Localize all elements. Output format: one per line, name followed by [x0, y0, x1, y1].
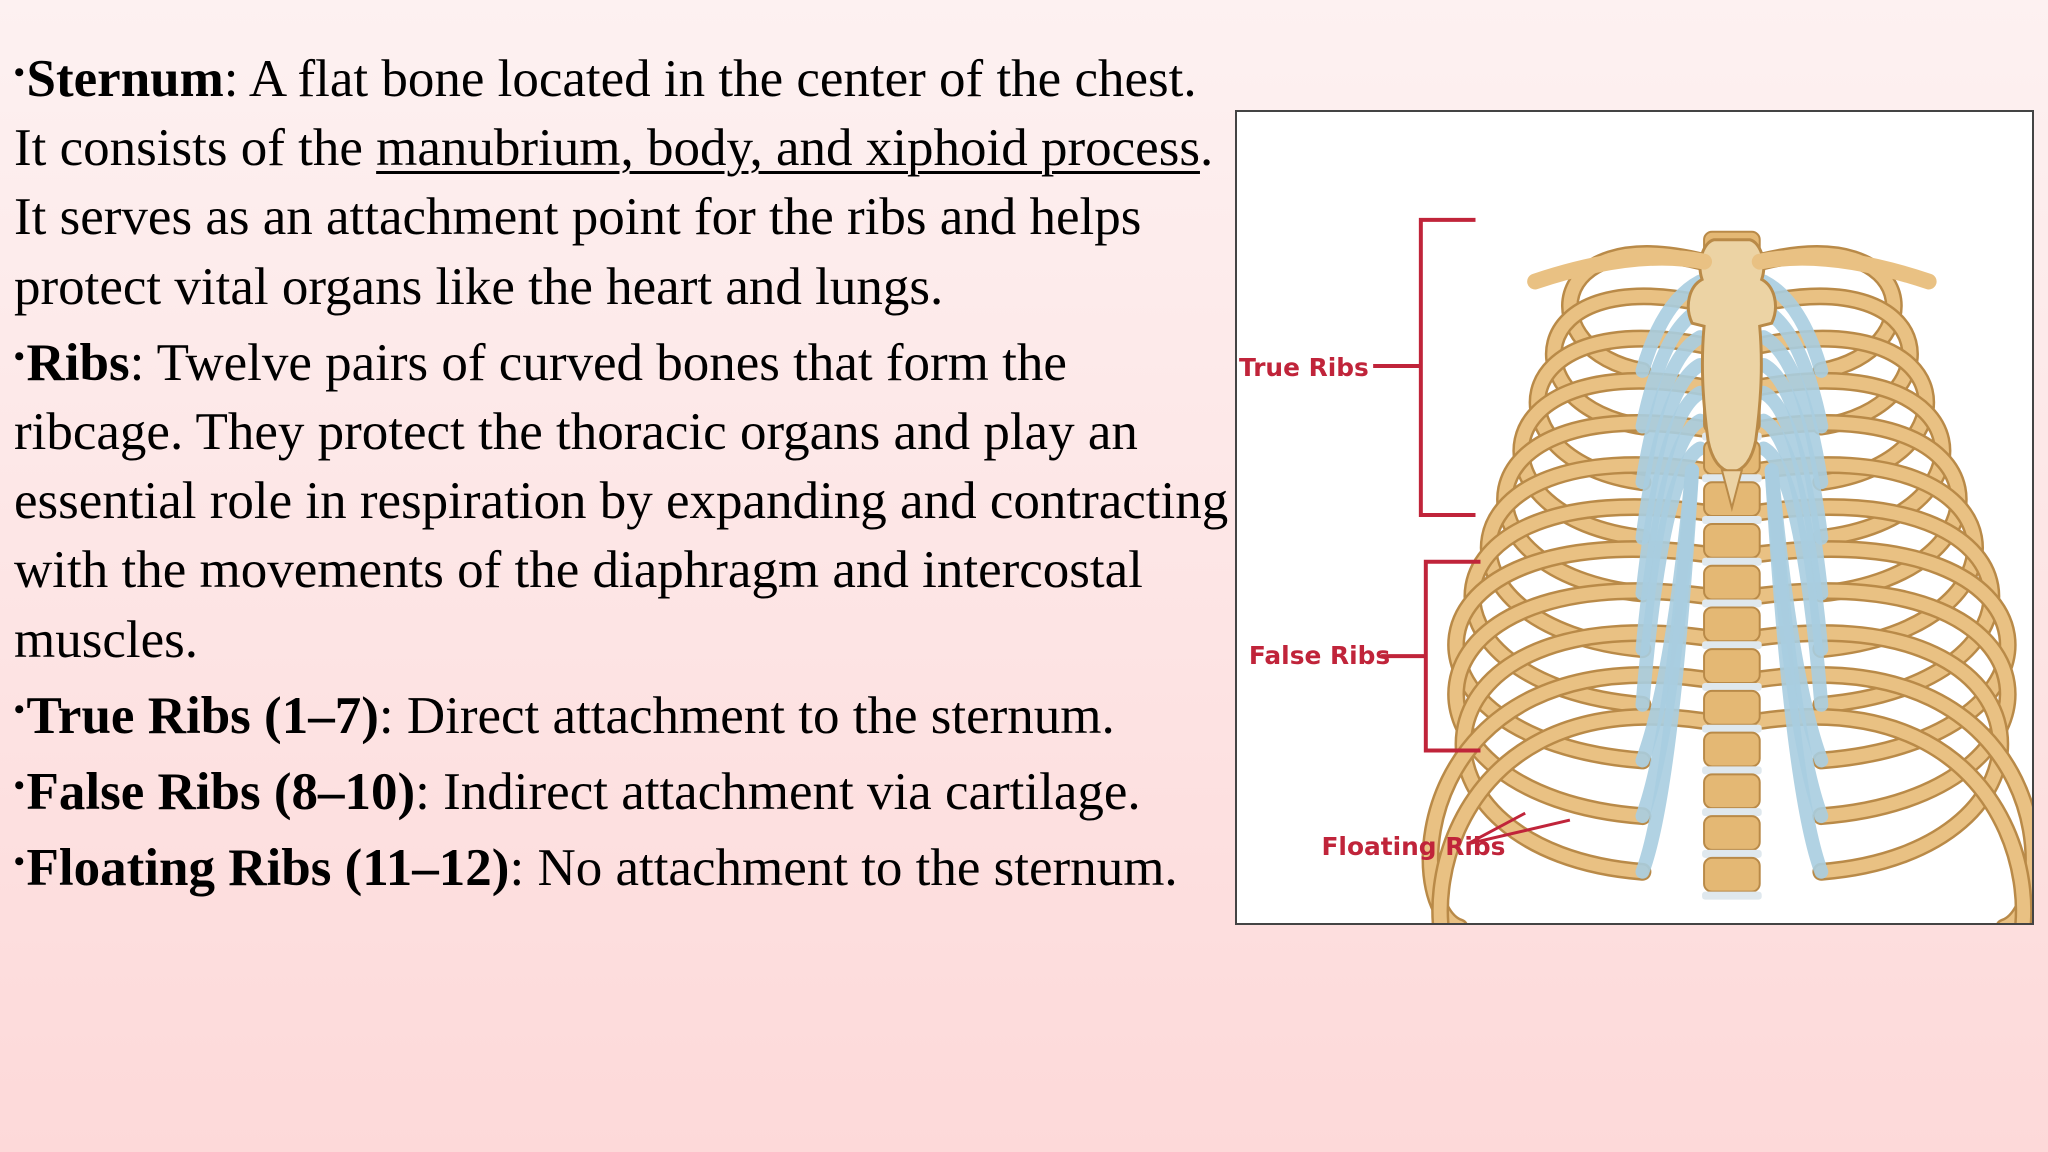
intervertebral-disc [1702, 516, 1762, 524]
rib-cage-drawing [1421, 230, 2032, 923]
rib [1755, 290, 1917, 434]
floating-ribs-text: No attachment to the sternum. [537, 839, 1178, 898]
rib [1547, 290, 1709, 434]
false-ribs-label: False Ribs [1249, 641, 1390, 670]
intervertebral-disc [1702, 641, 1762, 650]
sternum-term: Sternum [26, 50, 224, 108]
rib [1755, 374, 1949, 545]
xiphoid-process [1720, 469, 1744, 512]
intervertebral-disc [1702, 766, 1762, 775]
clavicle-left [1527, 249, 1713, 290]
rib [1514, 374, 1709, 545]
intervertebral-disc [1702, 724, 1762, 733]
rib [1449, 584, 1709, 823]
costal-cartilage-strip [1635, 274, 1708, 378]
term-separator: : [129, 333, 157, 392]
ribs-text: Twelve pairs of curved bones that form t… [14, 333, 1229, 669]
floating-ribs-paragraph: •Floating Ribs (11–12): No attachment to… [14, 827, 1234, 903]
vertebra [1703, 773, 1761, 810]
floating-ribs-pointer [1466, 811, 1571, 846]
bullet: • [14, 769, 25, 803]
false-ribs-term: False Ribs (8–10) [26, 763, 416, 822]
sternum-paragraph: •Sternum: A flat bone located in the cen… [14, 38, 1234, 322]
intervertebral-disc [1702, 891, 1762, 900]
bullet: • [14, 56, 25, 89]
rib [1755, 416, 1966, 600]
costal-cartilage [1635, 274, 1829, 879]
vertebra [1703, 731, 1761, 768]
sternum-text-before: A flat bone located in the center of the… [14, 50, 1197, 178]
rib-cage-figure: True Ribs False Ribs Floating Ribs [1235, 110, 2034, 925]
intervertebral-disc [1702, 599, 1762, 608]
slide-text: •Sternum: A flat bone located in the cen… [14, 38, 1234, 903]
costal-cartilage-strip [1756, 330, 1829, 490]
vertebra [1703, 648, 1761, 684]
ribs-paragraph: •Ribs: Twelve pairs of curved bones that… [14, 322, 1234, 675]
vertebra [1703, 856, 1761, 893]
false-ribs-bracket [1381, 559, 1481, 753]
vertebra [1703, 815, 1761, 851]
intervertebral-disc [1702, 849, 1762, 858]
floating-ribs-label: Floating Ribs [1321, 832, 1505, 861]
rib [1755, 458, 1982, 656]
true-ribs-term: True Ribs (1–7) [26, 686, 379, 745]
vertebra [1703, 522, 1761, 559]
rib [1482, 458, 1709, 656]
intervertebral-disc [1702, 682, 1762, 691]
term-separator: : [223, 50, 249, 108]
clavicle-right [1751, 249, 1937, 290]
floating-ribs-term: Floating Ribs (11–12) [26, 839, 510, 898]
costal-cartilage-strip [1635, 330, 1708, 490]
vertebra [1703, 606, 1761, 643]
costal-cartilage-strip [1756, 441, 1829, 712]
costal-cartilage-strip [1756, 274, 1829, 378]
intervertebral-disc [1702, 557, 1762, 566]
rib [1498, 416, 1709, 600]
costal-cartilage-strip [1635, 441, 1708, 712]
true-ribs-label: True Ribs [1239, 353, 1369, 382]
costal-cartilage-strip [1635, 358, 1708, 545]
true-ribs-bracket [1373, 217, 1476, 518]
rib [1755, 584, 2015, 823]
false-ribs-text: Indirect attachment via cartilage. [443, 763, 1141, 822]
term-separator: : [378, 686, 407, 745]
rib-cage-illustration: True Ribs False Ribs Floating Ribs [1239, 217, 2032, 923]
bullet: • [14, 339, 25, 373]
rib [1755, 710, 2031, 923]
true-ribs-paragraph: •True Ribs (1–7): Direct attachment to t… [14, 675, 1234, 751]
sternum-text-after: . It serves as an attachment point for t… [14, 119, 1214, 316]
vertebra [1703, 689, 1761, 726]
term-separator: : [509, 839, 538, 898]
false-ribs-paragraph: •False Ribs (8–10): Indirect attachment … [14, 751, 1234, 827]
sternum-parts: manubrium, body, and xiphoid process [376, 119, 1200, 178]
costal-cartilage-strip [1756, 358, 1829, 545]
rib [1755, 626, 2007, 879]
true-ribs-text: Direct attachment to the sternum. [406, 686, 1115, 745]
rib [1433, 710, 1709, 923]
costal-cartilage-strip [1635, 463, 1700, 879]
bullet: • [14, 692, 25, 726]
intervertebral-disc [1702, 808, 1762, 817]
ribs-term: Ribs [26, 333, 130, 392]
bullet: • [14, 845, 25, 879]
costal-cartilage-strip [1764, 463, 1829, 879]
vertebra [1703, 564, 1761, 601]
term-separator: : [415, 763, 444, 822]
rib [1457, 626, 1709, 879]
